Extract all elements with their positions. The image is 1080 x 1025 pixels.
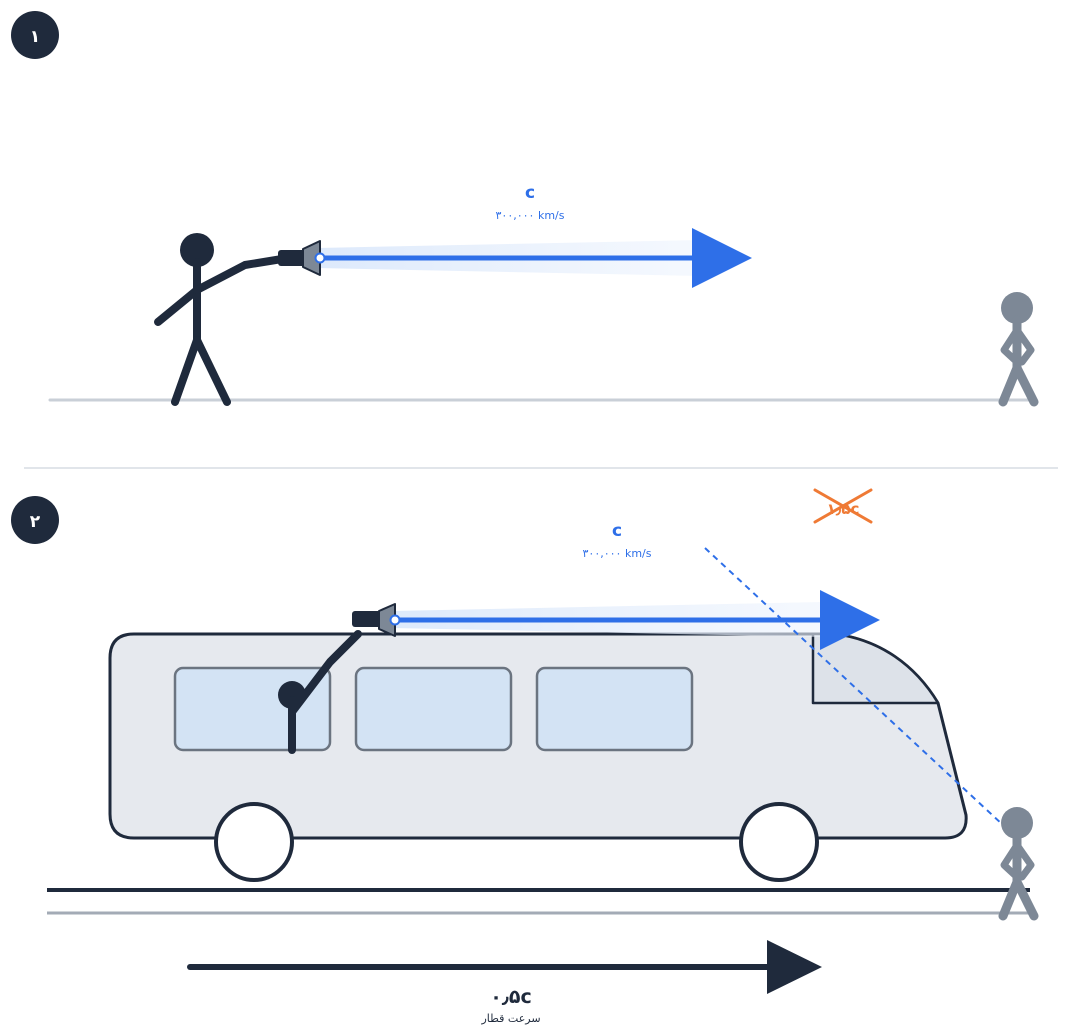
flashlight-2 (352, 603, 401, 637)
train-window-1 (173, 666, 332, 752)
observer-1 (998, 292, 1039, 407)
svg-text:۱: ۱ (30, 27, 40, 47)
flashlight-1 (278, 240, 326, 276)
light-arrowhead-2 (820, 590, 880, 650)
svg-text:۲: ۲ (30, 512, 41, 532)
train-cab-window (811, 632, 940, 705)
panel-1: ۱ c ۳۰۰,۰۰۰ km/s (11, 11, 1039, 407)
observer-2 (998, 807, 1039, 921)
light-speed-value-1: ۳۰۰,۰۰۰ km/s (496, 209, 565, 222)
step-badge-2: ۲ (11, 496, 59, 544)
light-speed-symbol-1: c (525, 183, 535, 203)
train-speed-value: ۰٫۵c (490, 986, 532, 1008)
flashlight-person-1 (154, 233, 286, 406)
crossed-out-speed: ۱٫۵c (813, 488, 873, 524)
light-speed-value-2: ۳۰۰,۰۰۰ km/s (583, 547, 652, 560)
panel-2: ۲ c ۳۰۰,۰۰۰ km/s (11, 488, 1039, 1025)
train-window-2 (354, 666, 513, 752)
light-speed-symbol-2: c (612, 521, 622, 541)
step-badge-1: ۱ (11, 11, 59, 59)
light-arrowhead-1 (692, 228, 752, 288)
svg-text:۱٫۵c: ۱٫۵c (827, 500, 860, 518)
train-speed-caption: سرعت قطار (480, 1012, 540, 1025)
train-velocity-arrowhead (767, 940, 822, 994)
train-wheel-rear (739, 802, 819, 882)
train-wheel-front (214, 802, 294, 882)
train-window-3 (535, 666, 694, 752)
dashed-sight-line (704, 547, 1004, 826)
flashlight-person-2 (278, 630, 362, 754)
